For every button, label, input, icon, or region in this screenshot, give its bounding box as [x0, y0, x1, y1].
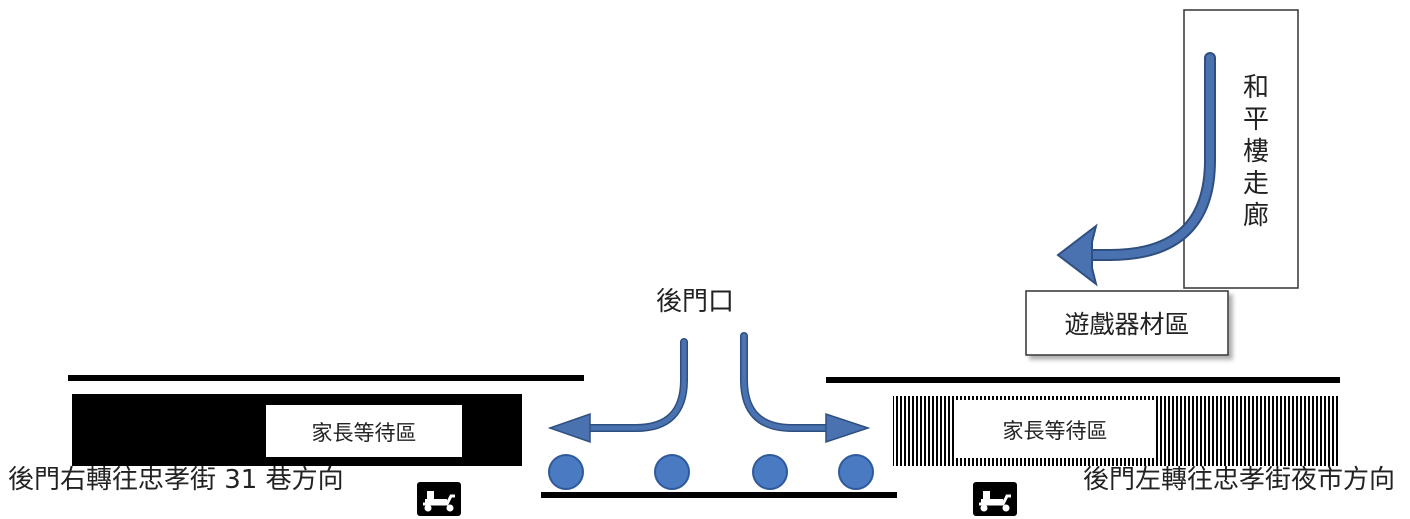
direction-label-left: 後門右轉往忠孝街 31 巷方向 — [8, 465, 344, 495]
top-line-right — [826, 377, 1340, 383]
waiting-area-left: 家長等待區 — [72, 394, 522, 466]
playground-label: 遊戲器材區 — [1064, 310, 1189, 339]
gate-label: 後門口 — [656, 287, 734, 317]
gate-post — [752, 454, 788, 490]
waiting-label-right: 家長等待區 — [1003, 419, 1108, 443]
corridor-label-char: 和 — [1243, 73, 1269, 103]
scooter-icon — [973, 482, 1017, 516]
gate-arrow-left — [547, 338, 688, 444]
scooter-icon — [417, 482, 461, 516]
gate-post — [548, 454, 584, 490]
direction-label-right: 後門左轉往忠孝街夜市方向 — [1083, 465, 1395, 495]
waiting-area-right: 家長等待區 — [893, 396, 1340, 466]
corridor-label-char: 平 — [1243, 105, 1269, 135]
playground-box: 遊戲器材區 — [1025, 290, 1229, 356]
gate-arrow-right — [740, 332, 871, 444]
corridor-label-char: 走 — [1243, 169, 1269, 199]
corridor-box: 和 平 樓 走 廊 — [1183, 9, 1299, 289]
gate-post — [654, 454, 690, 490]
gate-bottom-line — [541, 492, 897, 498]
waiting-label-left: 家長等待區 — [312, 421, 417, 445]
corridor-arrow — [1056, 52, 1216, 287]
corridor-label-char: 廊 — [1243, 201, 1269, 231]
top-line-left — [68, 375, 584, 381]
gate-post — [838, 454, 874, 490]
corridor-label-char: 樓 — [1243, 137, 1269, 167]
